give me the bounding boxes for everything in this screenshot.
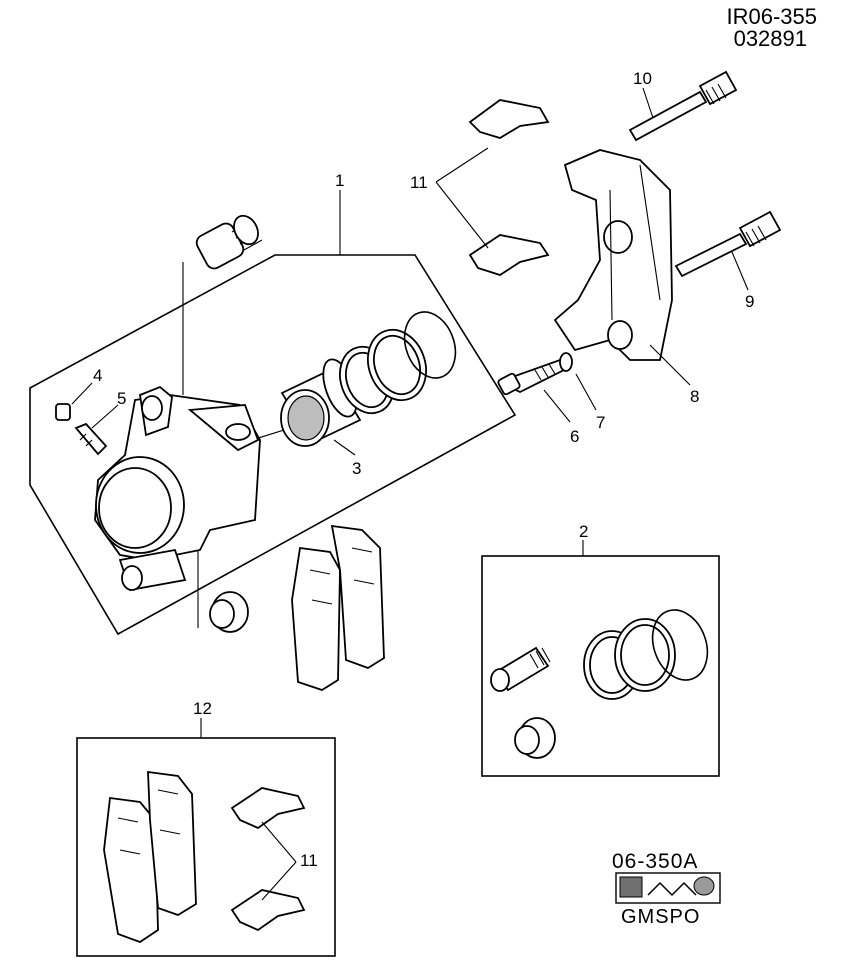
brake-pads-middle (291, 524, 385, 691)
pad-kit-box (76, 737, 336, 957)
pad-kit-pads (103, 770, 197, 944)
diagram-id: IR06-355 (726, 4, 817, 29)
mounting-bolt-part (497, 358, 570, 396)
leader-3 (333, 439, 356, 456)
leader-6 (543, 389, 571, 423)
repair-kit-bushing (514, 717, 556, 759)
callout-6: 6 (570, 427, 579, 446)
caliper-assembly-outline (29, 254, 517, 636)
callout-2: 2 (579, 522, 588, 541)
repair-kit-pin (490, 646, 551, 692)
retaining-ring-part (403, 311, 457, 379)
callout-8: 8 (690, 387, 699, 406)
leader-9 (731, 251, 749, 291)
repair-kit-seals (583, 609, 709, 700)
guide-pin-9-part (674, 210, 782, 278)
guide-pin-part (195, 214, 263, 270)
gmspo-logo-graphic (615, 872, 721, 904)
date-code: 032891 (733, 26, 807, 51)
dust-boot-part (367, 328, 427, 402)
bushing-part (209, 591, 249, 633)
washer-part (559, 352, 573, 372)
callout-10: 10 (633, 69, 652, 88)
anti-rattle-clip-top (468, 99, 550, 276)
caliper-bracket-part (553, 149, 673, 361)
callout-4: 4 (93, 366, 102, 385)
logo-code: 06-350A (612, 850, 699, 873)
callout-12: 12 (193, 699, 212, 718)
logo-name: GMSPO (621, 906, 701, 928)
leader-4 (71, 382, 93, 405)
caliper-body-part (94, 385, 261, 592)
pad-kit-clips (230, 787, 306, 932)
leader-8 (649, 344, 691, 386)
callout-5: 5 (117, 389, 126, 408)
clip-top-leader (435, 147, 489, 249)
callout-7: 7 (596, 413, 605, 432)
clip-bottom-leader (261, 821, 297, 901)
callout-1: 1 (335, 171, 344, 190)
leader-7 (575, 373, 597, 411)
callout-9: 9 (745, 292, 754, 311)
guide-pin-10-part (628, 70, 738, 142)
callout-11-top: 11 (410, 173, 428, 192)
callout-11-bottom: 11 (300, 851, 318, 870)
bleeder-screw-part (74, 422, 108, 456)
leader-10 (642, 87, 654, 119)
callout-3: 3 (352, 459, 361, 478)
bleeder-cap-part (55, 403, 71, 421)
repair-kit-box (481, 555, 720, 777)
leader-5 (91, 404, 119, 429)
